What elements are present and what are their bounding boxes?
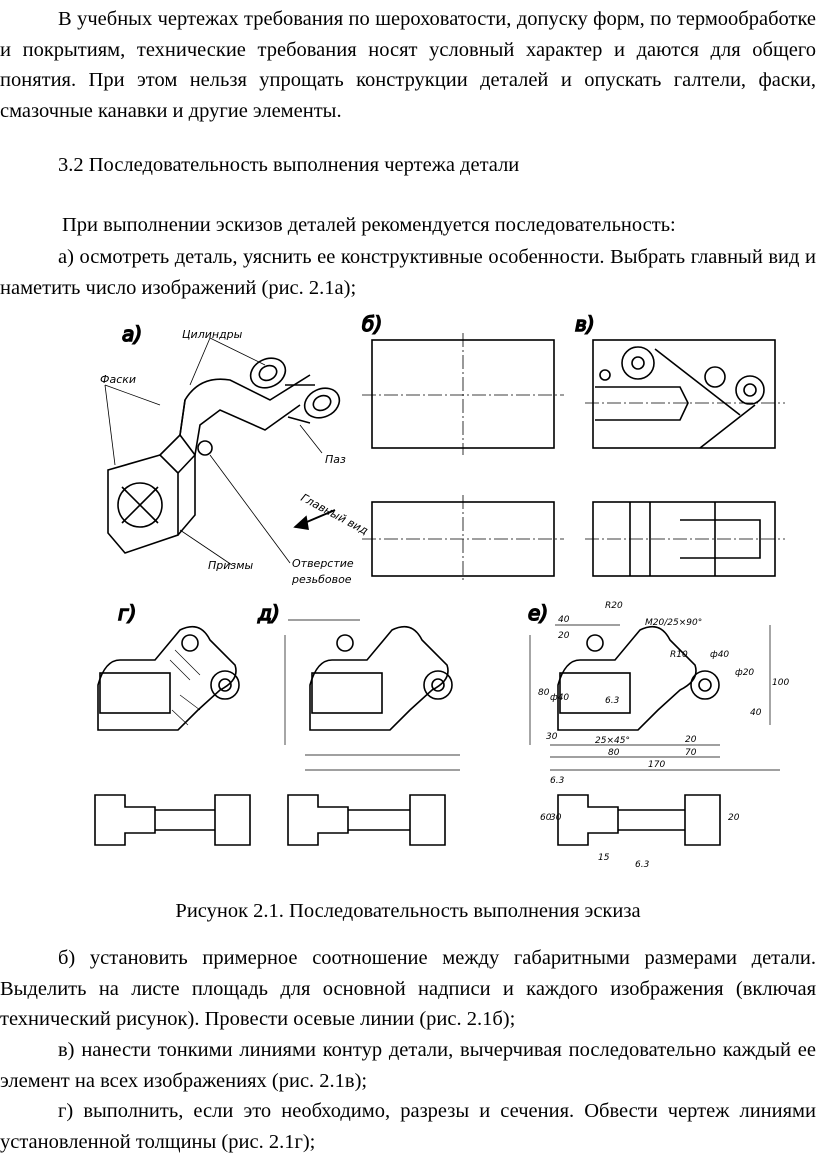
svg-text:170: 170 — [648, 760, 665, 770]
label-hole: Отверстие — [292, 557, 354, 570]
svg-text:15: 15 — [598, 853, 610, 863]
svg-text:6.3: 6.3 — [605, 696, 620, 706]
label-chamfers: Фаски — [100, 373, 136, 386]
figure-caption: Рисунок 2.1. Последовательность выполнен… — [175, 900, 641, 922]
paragraph-intro: При выполнении эскизов деталей рекоменду… — [62, 214, 676, 236]
svg-text:30: 30 — [550, 813, 562, 823]
label-groove: Паз — [325, 453, 346, 466]
panel-b-label: б) — [362, 312, 382, 336]
panel-v-label: в) — [575, 312, 595, 336]
panel-g-front-section — [97, 625, 237, 731]
cylinder-2 — [303, 387, 341, 419]
svg-text:20: 20 — [685, 735, 697, 745]
threaded-hole — [197, 440, 213, 456]
label-threaded: резьбовое — [291, 573, 352, 586]
svg-text:ф40: ф40 — [550, 693, 569, 703]
svg-text:60: 60 — [540, 813, 552, 823]
svg-text:6.3: 6.3 — [635, 860, 650, 870]
section-heading: 3.2 Последовательность выполнения чертеж… — [58, 154, 520, 176]
svg-text:80: 80 — [538, 688, 550, 698]
label-main-view: Главный вид — [299, 491, 371, 537]
svg-text:80: 80 — [608, 748, 620, 758]
svg-text:М20/25×90°: М20/25×90° — [645, 618, 702, 628]
svg-text:R20: R20 — [605, 601, 623, 611]
sketch-sequence-drawing: а) Цилиндры Фаски Паз Главный вид Призмы… — [94, 311, 789, 870]
label-prisms: Призмы — [208, 559, 254, 572]
svg-text:25×45°: 25×45° — [595, 736, 630, 746]
svg-text:20: 20 — [558, 631, 570, 641]
panel-d-front-section — [309, 625, 449, 731]
panel-v-front-outline — [592, 339, 776, 449]
svg-text:ф20: ф20 — [735, 668, 754, 678]
panel-e-front-section — [557, 625, 697, 731]
panel-d-label: д) — [257, 601, 280, 625]
figure-2-1: а) Цилиндры Фаски Паз Главный вид Призмы… — [60, 305, 816, 895]
square-boss-hole — [117, 482, 163, 528]
panel-g-label: г) — [118, 601, 136, 625]
panel-a-label: а) — [122, 322, 142, 346]
paragraph-requirements: В учебных чертежах требования по шерохов… — [0, 8, 816, 122]
paragraph-step-a: а) осмотреть деталь, уяснить ее конструк… — [0, 246, 816, 299]
cylinder-1 — [249, 357, 287, 389]
svg-text:20: 20 — [728, 813, 740, 823]
paragraph-step-g: г) выполнить, если это необходимо, разре… — [0, 1100, 816, 1153]
label-cylinders: Цилиндры — [182, 328, 243, 341]
paragraph-step-v: в) нанести тонкими линиями контур детали… — [0, 1039, 816, 1092]
svg-text:70: 70 — [685, 748, 697, 758]
svg-text:100: 100 — [772, 678, 789, 688]
paragraph-step-b: б) установить примерное соотношение межд… — [0, 947, 816, 1030]
panel-e-label: е) — [528, 601, 548, 625]
svg-text:R10: R10 — [670, 650, 688, 660]
svg-text:ф40: ф40 — [710, 650, 729, 660]
svg-text:30: 30 — [546, 732, 558, 742]
svg-text:40: 40 — [558, 615, 570, 625]
svg-text:40: 40 — [750, 708, 762, 718]
svg-text:6.3: 6.3 — [550, 776, 565, 786]
